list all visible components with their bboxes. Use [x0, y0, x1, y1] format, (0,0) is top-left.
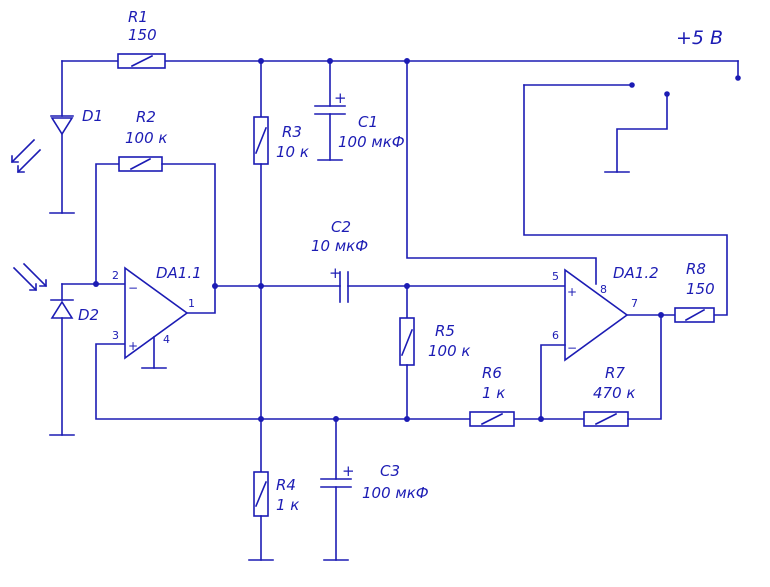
- da11-pin-4: 4: [163, 333, 170, 346]
- r8-value: 150: [686, 280, 715, 298]
- wire: [616, 93, 668, 173]
- d1-designator: D1: [82, 107, 103, 125]
- da12-pin-5: 5: [552, 270, 559, 283]
- c2-plus-sign: +: [329, 264, 342, 282]
- resistor-r7: [583, 411, 629, 427]
- da12-pin-6: 6: [552, 329, 559, 342]
- da12-minus-sign: −: [567, 341, 577, 355]
- resistor-r4: [253, 471, 269, 517]
- da11-designator: DA1.1: [156, 264, 202, 282]
- da12-pin-8: 8: [600, 283, 607, 296]
- light-arrows-icon: [12, 262, 48, 292]
- supply-terminal: [735, 75, 741, 81]
- resistor-r6: [469, 411, 515, 427]
- c1-designator: C1: [358, 113, 378, 131]
- opamp-da11: [124, 266, 189, 360]
- wire: [95, 163, 120, 285]
- r7-value: 470 к: [593, 384, 635, 402]
- r3-value: 10 к: [276, 143, 309, 161]
- capacitor-c1: [314, 105, 346, 115]
- r1-designator: R1: [128, 8, 148, 26]
- c2-value: 10 мкФ: [311, 237, 368, 255]
- da11-pin-2: 2: [112, 269, 119, 282]
- c3-plus-sign: +: [342, 462, 355, 480]
- wire: [161, 163, 216, 287]
- da12-pin-7: 7: [631, 297, 638, 310]
- da11-minus-sign: −: [128, 281, 138, 295]
- photodiode-d2: [50, 299, 74, 319]
- wire: [523, 84, 728, 316]
- opamp-da12: [564, 268, 629, 362]
- resistor-r8: [674, 307, 715, 323]
- da12-designator: DA1.2: [613, 264, 659, 282]
- resistor-r3: [253, 116, 269, 165]
- capacitor-c2: [339, 271, 349, 303]
- wire: [95, 343, 542, 420]
- c3-designator: C3: [380, 462, 400, 480]
- junction: [258, 58, 264, 64]
- resistor-r2: [118, 156, 163, 172]
- r1-value: 150: [128, 26, 157, 44]
- wire: [406, 60, 597, 285]
- resistor-r5: [399, 317, 415, 366]
- wire: [540, 344, 566, 420]
- junction: [93, 281, 99, 287]
- da12-plus-sign: +: [567, 285, 577, 299]
- r5-designator: R5: [435, 322, 455, 340]
- r2-value: 100 к: [125, 129, 167, 147]
- supply-label: +5 В: [676, 27, 723, 49]
- c1-plus-sign: +: [334, 89, 347, 107]
- capacitor-c3: [320, 478, 352, 488]
- c3-value: 100 мкФ: [362, 484, 429, 502]
- junction: [404, 416, 410, 422]
- junction: [212, 283, 218, 289]
- r8-designator: R8: [686, 260, 706, 278]
- r6-value: 1 к: [482, 384, 505, 402]
- c1-value: 100 мкФ: [338, 133, 405, 151]
- r5-value: 100 к: [428, 342, 470, 360]
- resistor-r1: [117, 53, 166, 69]
- r4-value: 1 к: [276, 496, 299, 514]
- r7-designator: R7: [605, 364, 625, 382]
- da11-pin-1: 1: [188, 297, 195, 310]
- wire: [186, 285, 341, 314]
- r6-designator: R6: [482, 364, 502, 382]
- r2-designator: R2: [136, 108, 156, 126]
- junction: [658, 312, 664, 318]
- wire: [627, 314, 662, 420]
- c2-designator: C2: [331, 218, 351, 236]
- da11-plus-sign: +: [128, 339, 138, 353]
- r4-designator: R4: [276, 476, 296, 494]
- da11-pin-3: 3: [112, 329, 119, 342]
- d2-designator: D2: [78, 306, 99, 324]
- r3-designator: R3: [282, 123, 302, 141]
- photodiode-d1: [50, 115, 74, 136]
- light-arrows-icon: [10, 138, 42, 174]
